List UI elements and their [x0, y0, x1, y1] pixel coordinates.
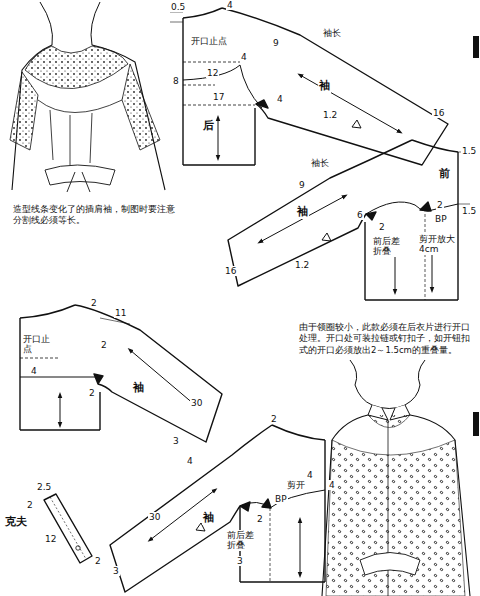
dimension-label: 剪开放大 4cm [418, 234, 456, 255]
dimension-label: 11 [114, 308, 127, 318]
dimension-label: 3 [172, 436, 180, 446]
dimension-label: 前后差折叠 [372, 236, 406, 257]
dimension-label: 16 [432, 108, 445, 118]
dimension-label: 1.5 [461, 146, 477, 156]
dimension-label: 开口止点 [190, 36, 228, 46]
dimension-label: 2 [94, 556, 102, 566]
dimension-label: 4 [276, 94, 284, 104]
dimension-label: 0.5 [170, 2, 186, 12]
dimension-label: 2 [26, 500, 34, 510]
dimension-label: BP [274, 494, 288, 504]
dimension-label: 3 [236, 556, 244, 566]
dimension-label: 袖长 [310, 158, 330, 168]
dimension-label: 袖 [132, 382, 145, 395]
dimension-label: 9 [298, 180, 306, 190]
dimension-label: 克夫 [4, 516, 28, 529]
dimension-label: 2 [378, 222, 386, 232]
dimension-label: 3 [112, 566, 120, 576]
dimension-label: 2 [88, 388, 96, 398]
dimension-label: 4 [328, 480, 336, 490]
dimension-label: 12 [44, 534, 57, 544]
dimension-label: 后 [202, 120, 215, 133]
dimension-label: 袖长 [322, 28, 342, 38]
dimension-label: 30 [148, 512, 161, 522]
dimension-label: 2 [270, 414, 278, 424]
dimension-label: 8 [172, 76, 180, 86]
note-text: 由于领圈较小，此款必须在后衣片进行开口处理。开口处可装拉链或钉扣子，如开钮扣式的… [298, 322, 472, 356]
dimension-label: 4 [226, 0, 234, 10]
dimension-label: 开口止点 [22, 334, 56, 355]
dimension-label: 12 [206, 68, 219, 78]
note-text: 造型线条变化了的插肩袖，制图时要注意分割线必须等长。 [12, 204, 184, 227]
dimension-label: 4 [30, 366, 38, 376]
dimension-label: 1.2 [294, 260, 310, 270]
dimension-label: 6 [356, 210, 364, 220]
dimension-label: 2 [100, 340, 108, 350]
dimension-label: 9 [272, 38, 280, 48]
dimension-label: 2 [90, 298, 98, 308]
dimension-label: 袖 [296, 206, 309, 219]
dimension-label: 16 [224, 266, 237, 276]
dimension-label: 袖 [202, 512, 215, 525]
dimension-label: 30 [190, 398, 203, 408]
dimension-label: 4 [306, 470, 314, 480]
dimension-label: 前 [438, 168, 451, 181]
dimension-label: 1.2 [322, 110, 338, 120]
dimension-label: 袖 [318, 80, 331, 93]
dimension-label: 前后差折叠 [226, 530, 260, 551]
dimension-label: 剪开 [286, 480, 306, 490]
dimension-label: 4 [240, 52, 248, 62]
dimension-label: 2 [256, 514, 264, 524]
dimension-label: 1.5 [461, 206, 477, 216]
dimension-label: 17 [212, 92, 225, 102]
dimension-label: 2.5 [36, 482, 52, 492]
dimension-label: 4 [186, 456, 194, 466]
dimension-label: BP [434, 214, 448, 224]
dimension-label: 2 [436, 200, 444, 210]
